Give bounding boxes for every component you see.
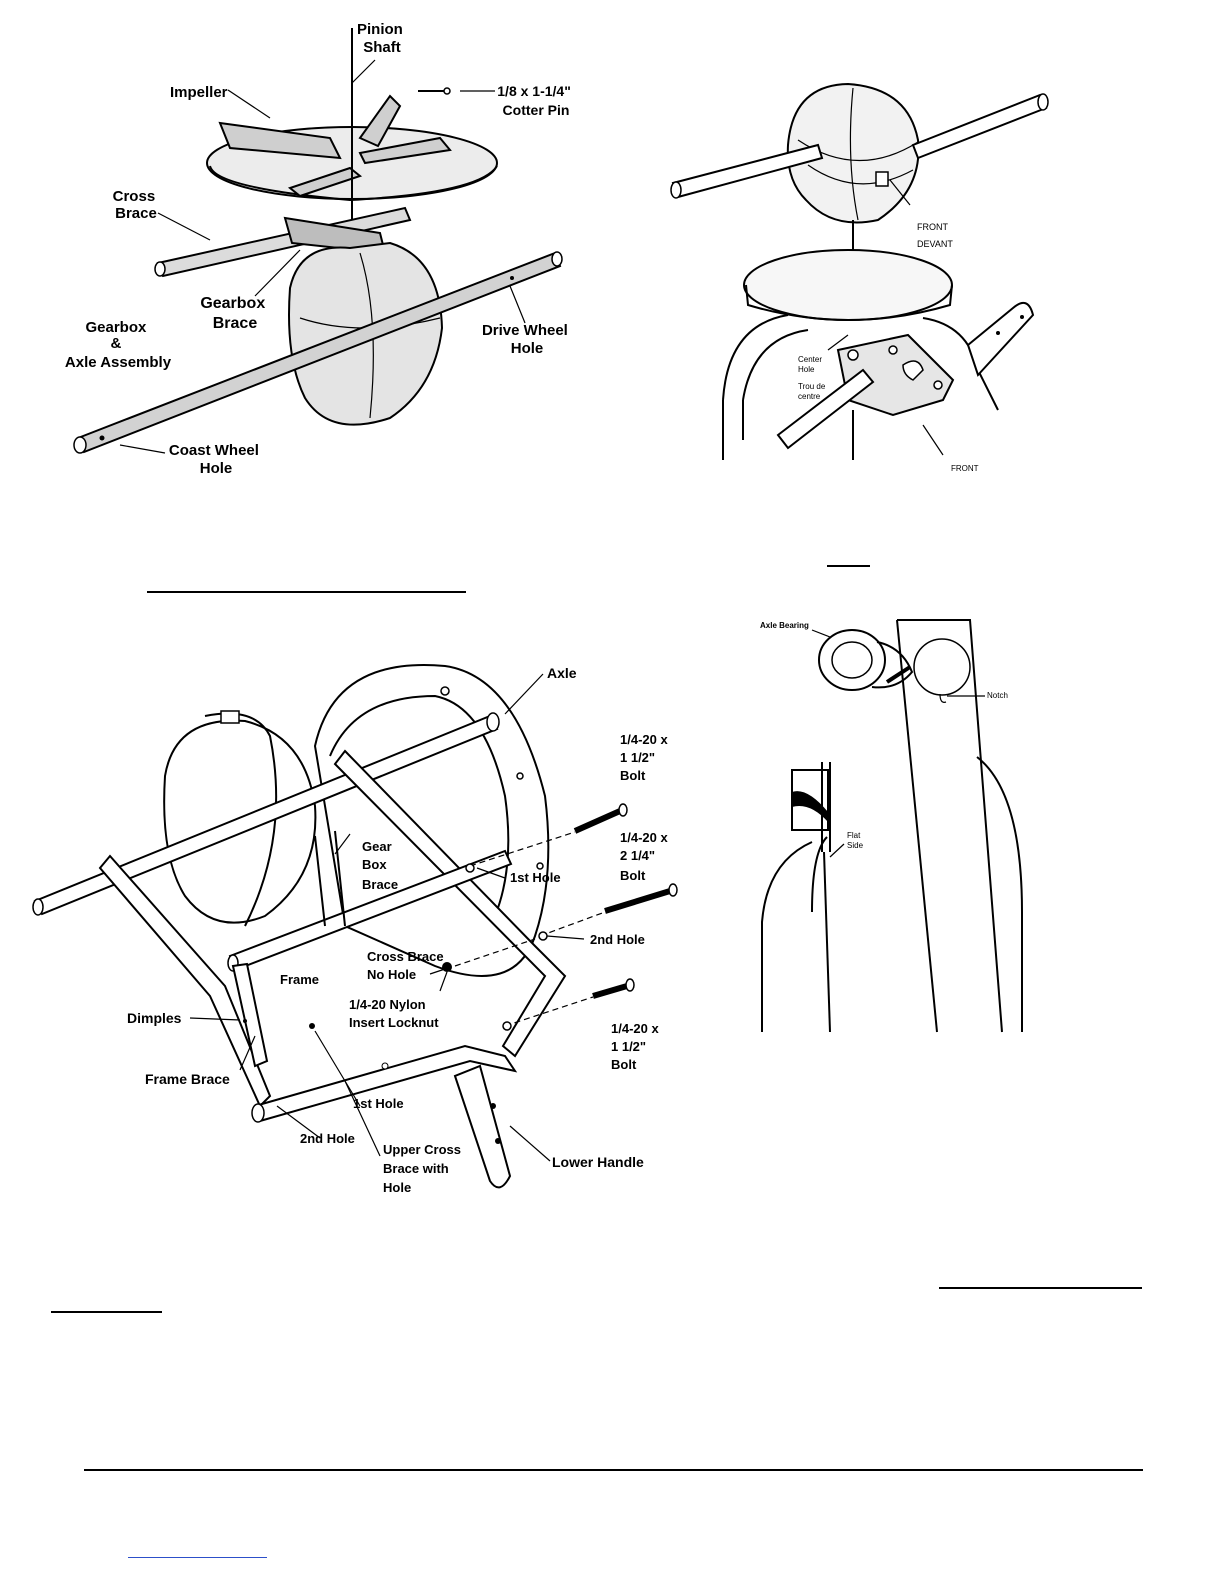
label-flat-side-1: Flat: [847, 831, 861, 840]
frame-tube-right: [333, 749, 567, 1058]
label-2nd-hole-right: 2nd Hole: [590, 932, 645, 947]
underline-right-long: [939, 1287, 1142, 1289]
label-cross-brace-1: Cross: [113, 188, 156, 205]
svg-text:Coast Wheel Hole: Coast Wheel Hole: [169, 442, 263, 477]
svg-text:FRONT DEVANT: FRONT DEVANT: [917, 222, 953, 249]
svg-text:Gearbox Brace: Gearbox Brace: [200, 295, 269, 332]
label-center-hole-1: Center: [798, 355, 822, 364]
label-bolt-bot-3: Bolt: [611, 1057, 637, 1072]
label-cotter-pin-2: Cotter Pin: [503, 102, 570, 118]
label-frame-brace: Frame Brace: [145, 1071, 230, 1087]
label-1st-hole-left: 1st Hole: [353, 1096, 404, 1111]
label-bolt-mid-3: Bolt: [620, 868, 646, 883]
label-center-hole-2: Hole: [798, 365, 815, 374]
label-locknut-2: Insert Locknut: [349, 1015, 439, 1030]
label-drive-wheel-1: Drive Wheel: [482, 322, 568, 339]
label-dimples: Dimples: [127, 1010, 182, 1026]
underline-left-short: [51, 1311, 162, 1313]
label-bolt-bot-1: 1/4-20 x: [611, 1021, 659, 1036]
label-trou-1: Trou de: [798, 382, 826, 391]
svg-text:Gearbox & Axle Assembl: Gearbox & Axle Assembly: [65, 319, 172, 371]
svg-text:Center Hole Trou de: Center Hole Trou de centre: [798, 355, 828, 401]
label-coast-wheel-1: Coast Wheel: [169, 442, 259, 459]
figure-gearbox-axle-assembly: Pinion Shaft Impeller 1/8 x 1-1/4" Cotte…: [60, 18, 580, 480]
svg-text:1/4-20 x 1 1/2" Bolt: 1/4-20 x 1 1/2" Bolt: [611, 1021, 662, 1072]
svg-text:1/8 x 1-1/4" Cotter Pin: 1/8 x 1-1/4" Cotter Pin: [497, 83, 574, 118]
figure-frame-assembly: Axle 1/4-20 x 1 1/2" Bolt 1/4-20 x 2 1/4…: [15, 636, 682, 1207]
label-notch: Notch: [987, 691, 1008, 700]
label-upper-cross-2: Brace with: [383, 1161, 449, 1176]
bolt-top: [573, 803, 628, 834]
label-lower-handle: Lower Handle: [552, 1154, 644, 1170]
svg-text:1/4-20 x 2 1/4" Bolt: 1/4-20 x 2 1/4" Bolt: [620, 830, 671, 883]
label-trou-2: centre: [798, 392, 821, 401]
label-bolt-top-1: 1/4-20 x: [620, 732, 668, 747]
impeller-blades: [218, 94, 452, 198]
label-pinion-shaft-1: Pinion: [357, 21, 403, 38]
impeller-disc: [743, 249, 953, 321]
underline-right-short: [827, 565, 870, 567]
label-gearbox-axle-2: &: [110, 335, 121, 352]
label-bolt-top-2: 1 1/2": [620, 750, 655, 765]
wheel-housing: [313, 664, 550, 977]
figure-impeller-install: FRONT DEVANT Center Hole Trou de centre …: [668, 80, 1068, 482]
bolt-bottom: [592, 978, 635, 999]
label-gear-box-brace-3: Brace: [362, 877, 398, 892]
footer-link-underline: [128, 1557, 267, 1558]
label-flat-side-2: Side: [847, 841, 864, 850]
label-locknut-1: 1/4-20 Nylon: [349, 997, 426, 1012]
label-cross-brace-2: Brace: [115, 205, 157, 222]
label-2nd-hole-left: 2nd Hole: [300, 1131, 355, 1146]
label-gearbox-brace-2: Brace: [213, 315, 258, 332]
label-coast-wheel-2: Hole: [200, 460, 233, 477]
label-bolt-mid-2: 2 1/4": [620, 848, 655, 863]
svg-text:Pinion Shaft: Pinion Shaft: [357, 21, 407, 56]
label-impeller: Impeller: [170, 84, 228, 101]
label-cross-brace-2: No Hole: [367, 967, 416, 982]
svg-text:1/4-20 x 1 1/2" Bolt: 1/4-20 x 1 1/2" Bolt: [620, 732, 671, 783]
label-bolt-bot-2: 1 1/2": [611, 1039, 646, 1054]
label-gearbox-brace-1: Gearbox: [200, 295, 265, 312]
label-upper-cross-1: Upper Cross: [383, 1142, 461, 1157]
label-cross-brace-1: Cross Brace: [367, 949, 444, 964]
label-gear-box-brace-1: Gear: [362, 839, 392, 854]
label-devant: DEVANT: [917, 239, 953, 249]
axle-right: [911, 93, 1048, 160]
label-1st-hole-right: 1st Hole: [510, 870, 561, 885]
label-axle-bearing: Axle Bearing: [760, 621, 809, 630]
svg-text:Drive Wheel Hole: Drive Wheel Hole: [482, 322, 572, 357]
frame-brace: [231, 962, 269, 1068]
label-frame: Frame: [280, 972, 319, 987]
label-front-1: FRONT: [917, 222, 948, 232]
lower-handle: [453, 1064, 512, 1189]
svg-text:Gear Box Brace: Gear Box Brace: [362, 839, 398, 892]
handle-tube: [776, 368, 875, 450]
underline-left: [147, 591, 466, 593]
svg-text:Upper Cross Brace with: Upper Cross Brace with Hole: [383, 1142, 465, 1195]
right-handle: [966, 301, 1035, 377]
bolt-middle: [604, 883, 678, 914]
svg-text:1/4-20 Nylon Insert Locknu: 1/4-20 Nylon Insert Locknut: [349, 997, 439, 1030]
label-cotter-pin-1: 1/8 x 1-1/4": [497, 83, 571, 99]
label-pinion-shaft-2: Shaft: [363, 39, 401, 56]
label-gearbox-axle-3: Axle Assembly: [65, 354, 172, 371]
gearbox-dome: [786, 82, 920, 224]
label-gear-box-brace-2: Box: [362, 857, 387, 872]
label-bolt-mid-1: 1/4-20 x: [620, 830, 668, 845]
label-upper-cross-3: Hole: [383, 1180, 411, 1195]
svg-text:Cross Brace No Hole: Cross Brace No Hole: [367, 949, 447, 982]
label-axle: Axle: [547, 665, 577, 681]
svg-text:Cross Brace: Cross Brace: [113, 188, 160, 222]
figure-axle-bearing: Axle Bearing Notch Flat Side: [752, 612, 1070, 1040]
label-drive-wheel-2: Hole: [511, 340, 544, 357]
label-bolt-top-3: Bolt: [620, 768, 646, 783]
label-gearbox-axle-1: Gearbox: [85, 319, 147, 336]
label-front-bottom: FRONT: [951, 464, 979, 473]
footer-rule: [84, 1469, 1143, 1471]
svg-text:Flat Side: Flat Side: [847, 831, 864, 850]
